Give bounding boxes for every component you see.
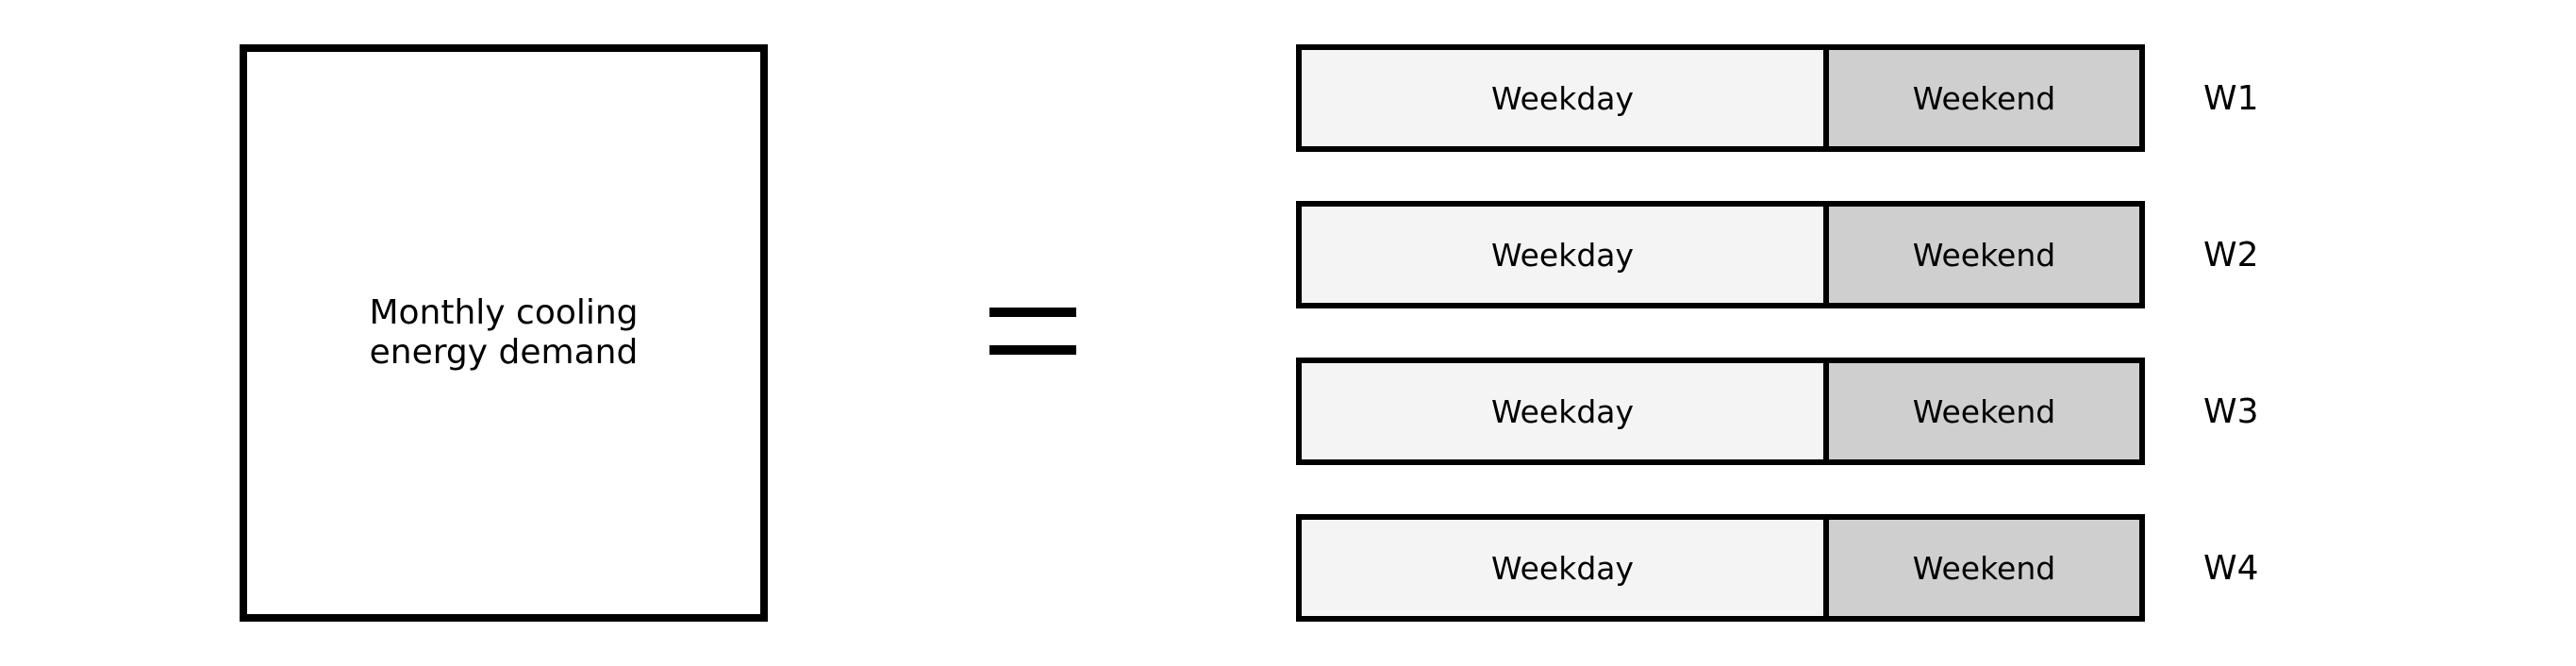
weekday-segment: Weekday <box>1302 363 1829 459</box>
week-label: W4 <box>2203 548 2259 588</box>
week-bar-4: Weekday Weekend <box>1296 514 2145 622</box>
week-label: W3 <box>2203 391 2259 431</box>
weekday-segment: Weekday <box>1302 50 1829 146</box>
monthly-demand-label: Monthly cooling energy demand <box>369 293 639 372</box>
weekend-segment: Weekend <box>1829 363 2139 459</box>
week-bar-3: Weekday Weekend <box>1296 358 2145 465</box>
equals-bar-bottom <box>989 345 1076 355</box>
weekend-segment: Weekend <box>1829 50 2139 146</box>
weekend-segment: Weekend <box>1829 207 2139 303</box>
week-label: W1 <box>2203 78 2259 118</box>
week-row-1: Weekday Weekend W1 <box>1296 44 2259 152</box>
weekday-segment: Weekday <box>1302 520 1829 616</box>
week-label: W2 <box>2203 235 2259 275</box>
week-row-2: Weekday Weekend W2 <box>1296 201 2259 308</box>
week-bar-1: Weekday Weekend <box>1296 44 2145 152</box>
weekend-segment: Weekend <box>1829 520 2139 616</box>
weekday-segment: Weekday <box>1302 207 1829 303</box>
week-row-4: Weekday Weekend W4 <box>1296 514 2259 622</box>
equals-sign <box>989 308 1076 357</box>
equals-bar-top <box>989 308 1076 317</box>
monthly-demand-box: Monthly cooling energy demand <box>240 44 768 622</box>
week-row-3: Weekday Weekend W3 <box>1296 358 2259 465</box>
week-bar-2: Weekday Weekend <box>1296 201 2145 308</box>
